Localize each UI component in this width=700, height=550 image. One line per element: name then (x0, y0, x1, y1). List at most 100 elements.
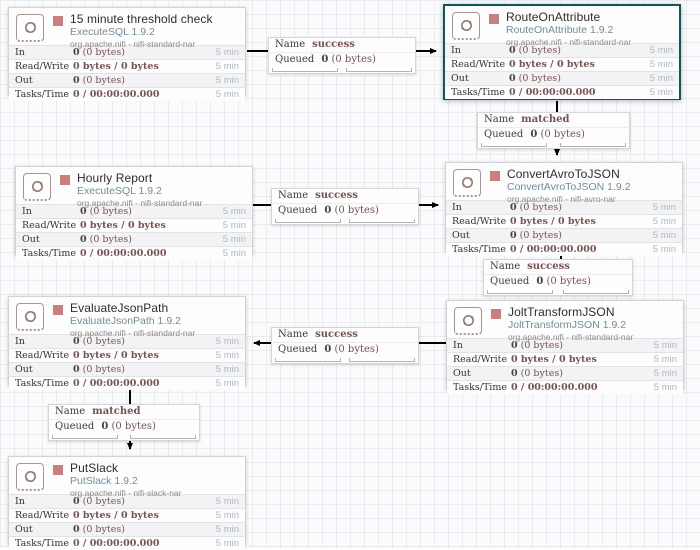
connection-queued-key: Queued (278, 205, 318, 216)
processor-header: PutSlack PutSlack 1.9.2 org.apache.nifi … (9, 457, 245, 497)
stat-value: 0 (0 bytes) (509, 73, 561, 84)
stat-value: 0 / 00:00:00.000 (73, 538, 160, 549)
stat-label: Tasks/Time (22, 248, 76, 259)
stat-value: 0 bytes / 0 bytes (511, 354, 597, 365)
stat-window: 5 min (222, 220, 246, 231)
connection-name-value: success (315, 190, 358, 201)
stat-value: 0 (0 bytes) (73, 47, 125, 58)
processor-bundle: org.apache.nifi - nifi-standard-nar (508, 331, 634, 342)
processor-evaluatejsonpath[interactable]: EvaluateJsonPath EvaluateJsonPath 1.9.2 … (8, 296, 246, 390)
stat-value: 0 bytes / 0 bytes (509, 59, 595, 70)
processor-icon (16, 463, 44, 491)
connection-queued-value: 0 (0 bytes) (321, 54, 376, 65)
processor-name: ConvertAvroToJSON (507, 167, 620, 181)
connection-queued-row: Queued 0 (0 bytes) (269, 53, 415, 67)
stat-label: Tasks/Time (452, 244, 506, 255)
processor-icon (16, 303, 44, 331)
stat-label: Read/Write (22, 220, 77, 231)
stopped-status-icon (53, 305, 63, 315)
queue-indicator-bars (478, 142, 629, 148)
stat-value: 0 / 00:00:00.000 (510, 244, 597, 255)
stat-window: 5 min (215, 524, 239, 535)
processor-routeonattribute[interactable]: RouteOnAttribute RouteOnAttribute 1.9.2 … (443, 4, 681, 100)
processor-type: EvaluateJsonPath 1.9.2 (70, 315, 181, 327)
stat-value: 0 / 00:00:00.000 (73, 378, 160, 389)
connection-name-value: success (315, 329, 358, 340)
connection-name-key: Name (278, 329, 309, 340)
processor-bundle: org.apache.nifi - nifi-standard-nar (70, 327, 196, 338)
processor-bundle: org.apache.nifi - nifi-avro-nar (507, 193, 616, 204)
processor-type: ExecuteSQL 1.9.2 (70, 26, 155, 38)
processor-name: EvaluateJsonPath (70, 301, 169, 315)
stat-label: In (22, 206, 32, 217)
processor-jolttransformjson[interactable]: JoltTransformJSON JoltTransformJSON 1.9.… (446, 300, 684, 394)
stat-window: 5 min (215, 496, 239, 507)
processor-15-minute-threshold-check[interactable]: 15 minute threshold check ExecuteSQL 1.9… (8, 7, 246, 101)
connection-name-row: Name success (272, 328, 418, 343)
stat-label: Tasks/Time (15, 378, 69, 389)
connection-name-row: Name matched (49, 405, 199, 420)
processor-hourly-report[interactable]: Hourly Report ExecuteSQL 1.9.2 org.apach… (15, 166, 253, 260)
stat-label: Read/Write (15, 350, 70, 361)
stat-window: 5 min (215, 510, 239, 521)
stat-window: 5 min (222, 206, 246, 217)
stat-value: 0 bytes / 0 bytes (80, 220, 166, 231)
stat-label: Out (15, 75, 33, 86)
stat-value: 0 (0 bytes) (80, 234, 132, 245)
processor-putslack[interactable]: PutSlack PutSlack 1.9.2 org.apache.nifi … (8, 456, 246, 550)
queue-indicator-bars (484, 289, 632, 295)
processor-header: 15 minute threshold check ExecuteSQL 1.9… (9, 8, 245, 48)
connection-queued-key: Queued (275, 54, 315, 65)
processor-bundle: org.apache.nifi - nifi-slack-nar (70, 487, 182, 498)
stat-window: 5 min (652, 216, 676, 227)
connection-name-value: success (312, 39, 355, 50)
stat-label: Tasks/Time (451, 87, 505, 98)
processor-type: PutSlack 1.9.2 (70, 475, 138, 487)
stat-label: In (15, 47, 25, 58)
stat-label: Tasks/Time (15, 538, 69, 549)
stat-window: 5 min (653, 354, 677, 365)
processor-convertavrotojson[interactable]: ConvertAvroToJSON ConvertAvroToJSON 1.9.… (445, 162, 683, 256)
stat-row-out: Out 0 (0 bytes) 5 min (445, 71, 679, 85)
stat-label: Out (451, 73, 469, 84)
stat-window: 5 min (215, 47, 239, 58)
connection-name-key: Name (55, 406, 86, 417)
queue-indicator-bars (49, 434, 199, 440)
stopped-status-icon (53, 16, 63, 26)
processor-icon (16, 14, 44, 42)
stat-label: Tasks/Time (15, 89, 69, 100)
processor-name: JoltTransformJSON (508, 305, 615, 319)
processor-icon (453, 169, 481, 197)
processor-header: JoltTransformJSON JoltTransformJSON 1.9.… (447, 301, 683, 341)
stat-window: 5 min (649, 87, 673, 98)
stat-label: Read/Write (452, 216, 507, 227)
connection-queued-key: Queued (490, 276, 530, 287)
stat-window: 5 min (215, 61, 239, 72)
queue-indicator-bars (269, 67, 415, 73)
stopped-status-icon (53, 465, 63, 475)
connection-name-value: matched (92, 406, 141, 417)
connection-name-value: success (527, 261, 570, 272)
stat-value: 0 (0 bytes) (510, 202, 562, 213)
stat-window: 5 min (649, 73, 673, 84)
stat-label: Out (15, 364, 33, 375)
stat-label: Read/Write (451, 59, 506, 70)
